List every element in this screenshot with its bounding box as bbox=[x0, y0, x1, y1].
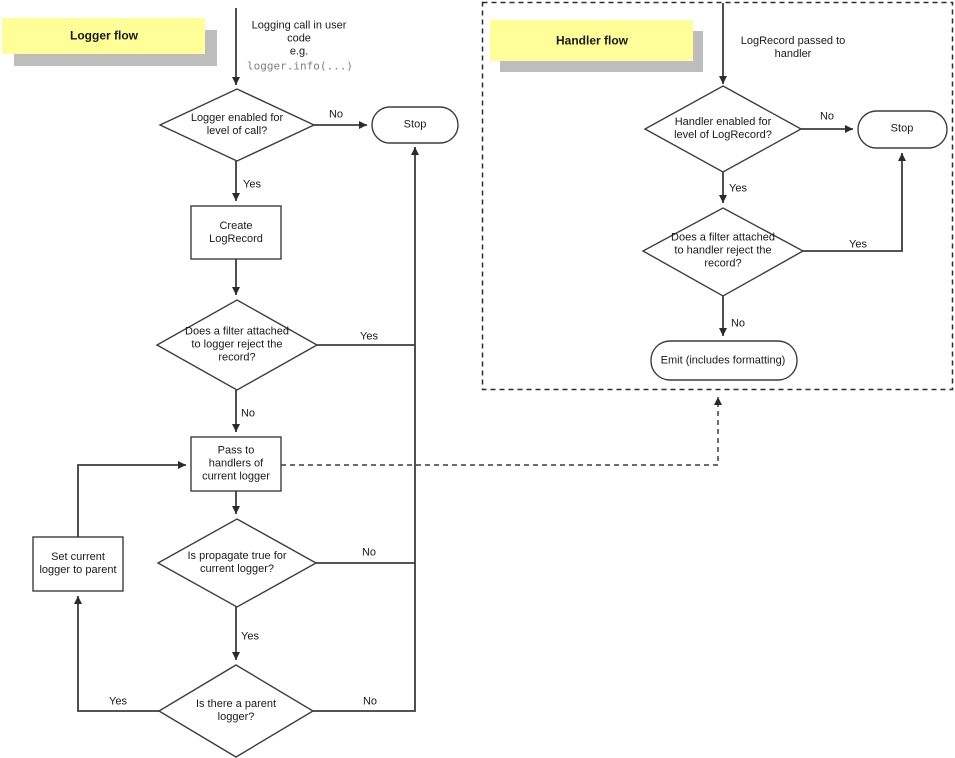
handler-flow-title: Handler flow bbox=[555, 33, 629, 48]
diamond-logger-enabled bbox=[158, 88, 316, 162]
label-handler-stop: Stop bbox=[890, 122, 914, 135]
rect-set-current-logger bbox=[32, 536, 124, 592]
label-propagate: Is propagate true for current logger? bbox=[187, 550, 287, 575]
edge-parent-no-to-stop bbox=[313, 147, 419, 712]
label-create-logrecord: Create LogRecord bbox=[209, 220, 263, 245]
stadium-logger-stop bbox=[371, 106, 459, 144]
handler-banner bbox=[490, 20, 693, 61]
label-pass-to-handlers: Pass to handlers of current logger bbox=[202, 444, 270, 483]
diamond-handler-filter bbox=[641, 207, 805, 297]
diamond-logger-filter bbox=[155, 299, 319, 391]
label-logger-stop: Stop bbox=[403, 118, 427, 131]
diamond-propagate bbox=[156, 518, 318, 608]
logger-start-note: Logging call in user code e.g. bbox=[251, 19, 347, 58]
diamond-handler-enabled bbox=[643, 85, 803, 173]
stadium-emit bbox=[650, 340, 798, 381]
edge-label-parent-no: No bbox=[362, 695, 378, 708]
edge-label-enabled-no: No bbox=[328, 108, 344, 121]
edge-label-propagate-no: No bbox=[361, 546, 377, 559]
label-set-current-logger: Set current logger to parent bbox=[39, 551, 117, 576]
label-logger-filter: Does a filter attached to logger reject … bbox=[185, 325, 289, 364]
logger-start-code: logger.info(...) bbox=[247, 59, 353, 73]
stadium-handler-stop bbox=[857, 110, 948, 149]
label-handler-enabled: Handler enabled for level of LogRecord? bbox=[674, 116, 772, 141]
label-handler-filter: Does a filter attached to handler reject… bbox=[671, 231, 775, 270]
handler-flow-panel-border bbox=[481, 1, 954, 391]
logger-flow-title: Logger flow bbox=[70, 28, 138, 43]
edge-label-enabled-yes: Yes bbox=[243, 178, 261, 191]
handler-start-note: LogRecord passed to handler bbox=[740, 35, 846, 60]
edge-label-henabled-no: No bbox=[819, 110, 835, 123]
rect-create-logrecord bbox=[190, 205, 282, 260]
edge-label-parent-yes: Yes bbox=[109, 695, 127, 708]
label-emit: Emit (includes formatting) bbox=[660, 354, 786, 367]
edge-label-hfilter-no: No bbox=[730, 317, 746, 330]
edge-label-propagate-yes: Yes bbox=[241, 630, 259, 643]
diamond-parent-logger bbox=[157, 664, 315, 758]
edge-parent-yes-to-setparent bbox=[74, 596, 159, 712]
edge-pass-to-handlerflow-dashed bbox=[281, 397, 722, 466]
edge-label-filter-no: No bbox=[240, 407, 256, 420]
edge-label-filter-yes: Yes bbox=[360, 330, 378, 343]
logger-banner bbox=[2, 18, 205, 54]
label-logger-enabled: Logger enabled for level of call? bbox=[190, 112, 284, 137]
edge-hfilter-yes-to-stop bbox=[803, 153, 906, 252]
label-parent-logger: Is there a parent logger? bbox=[195, 698, 277, 723]
edge-setparent-to-pass bbox=[77, 461, 186, 537]
edge-label-henabled-yes: Yes bbox=[729, 182, 747, 195]
rect-pass-to-handlers bbox=[190, 436, 282, 492]
edge-label-hfilter-yes: Yes bbox=[849, 238, 867, 251]
